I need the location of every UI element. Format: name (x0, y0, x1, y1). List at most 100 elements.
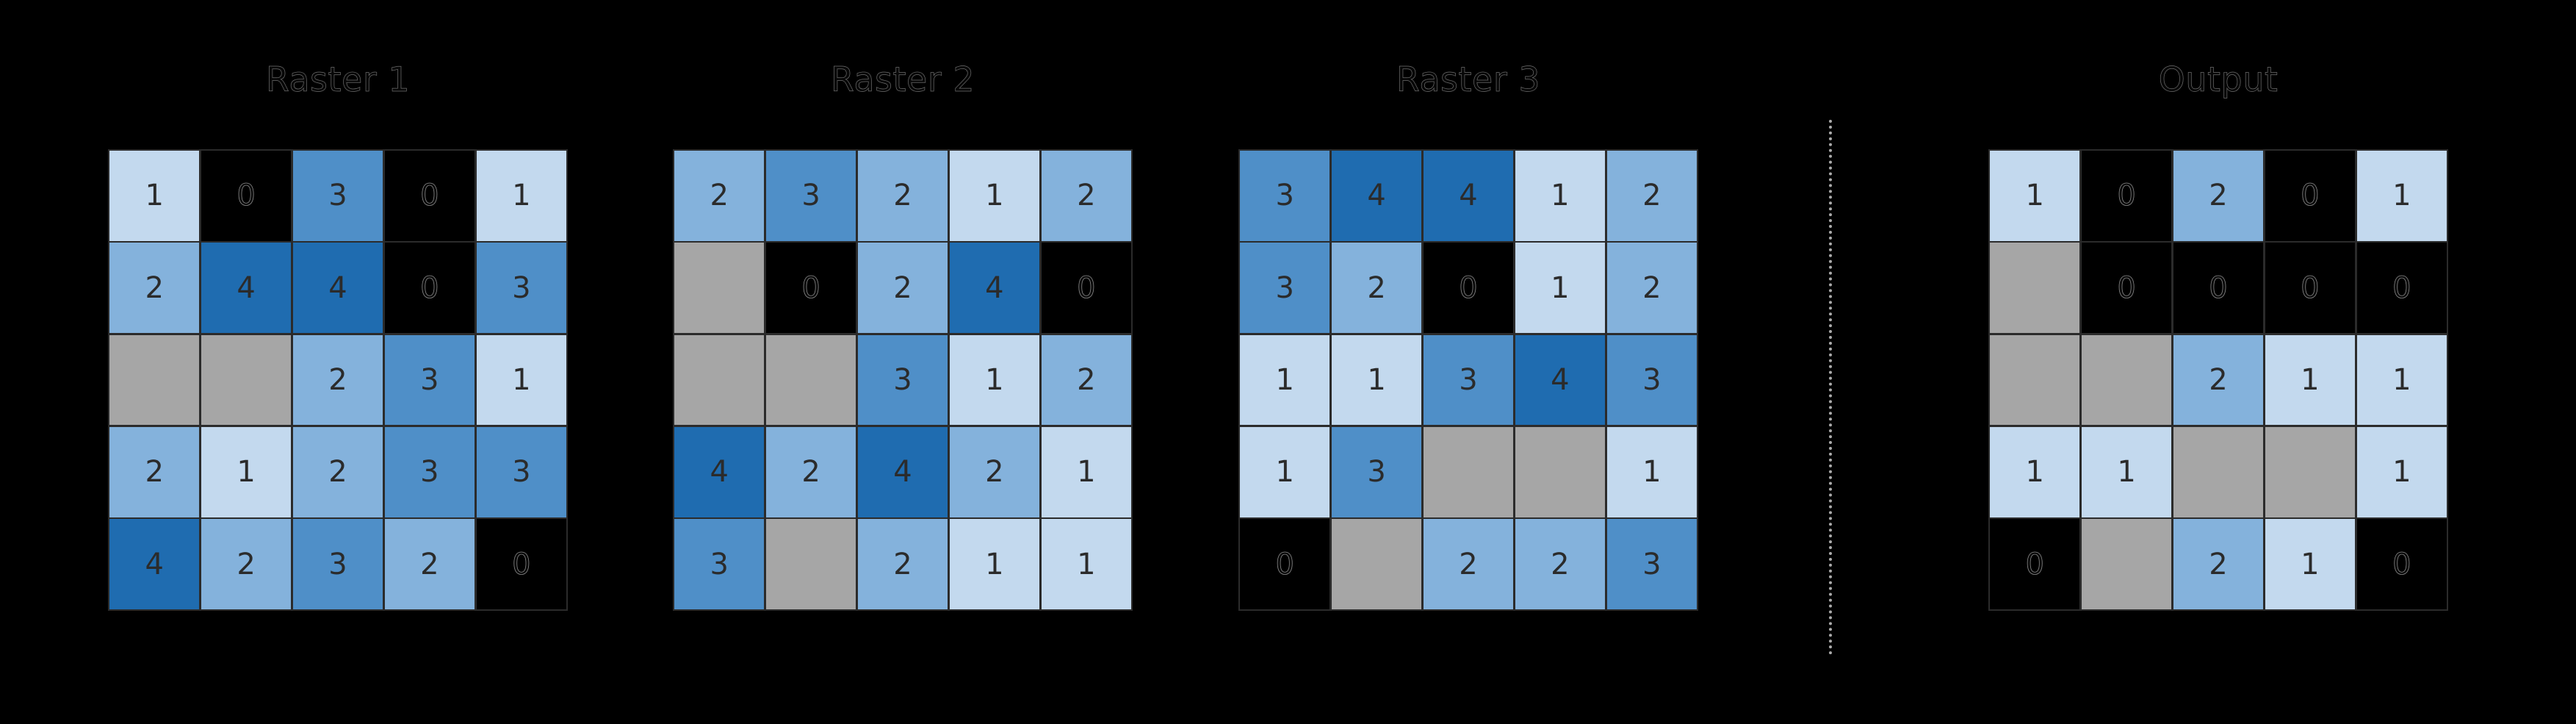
raster-cell: 1 (2356, 334, 2447, 426)
raster-cell: 4 (292, 243, 383, 334)
raster-cell: 1 (1515, 243, 1606, 334)
raster-cell: 1 (1990, 151, 2080, 241)
raster-cell: 0 (2081, 151, 2172, 241)
raster-cell: 2 (109, 243, 200, 334)
raster-cell: 0 (2081, 243, 2172, 334)
raster-cell: 0 (2265, 151, 2356, 241)
raster-cell: 2 (674, 151, 765, 241)
raster-cell: 1 (109, 151, 200, 241)
raster-cell: 2 (1606, 151, 1697, 241)
section-divider (1829, 120, 1832, 655)
raster-cell: 4 (109, 519, 200, 609)
raster-cell: 1 (1606, 426, 1697, 517)
raster-cell: 3 (674, 519, 765, 609)
raster-cell: 0 (476, 519, 566, 609)
raster-cell: 1 (949, 151, 1040, 241)
raster-cell: 2 (2173, 519, 2264, 609)
raster-cell (674, 243, 765, 334)
raster-cell: 4 (674, 426, 765, 517)
raster-cell: 2 (109, 426, 200, 517)
raster-cell: 3 (1240, 151, 1330, 241)
raster-cell: 2 (857, 243, 948, 334)
raster-cell: 2 (1041, 151, 1131, 241)
raster-cell: 0 (2265, 243, 2356, 334)
raster-cell: 2 (1331, 243, 1422, 334)
raster-cell (1990, 334, 2080, 426)
raster-cell: 3 (292, 151, 383, 241)
raster-cell: 3 (292, 519, 383, 609)
raster-cell: 2 (857, 151, 948, 241)
raster-cell: 2 (1515, 519, 1606, 609)
raster-cell: 4 (949, 243, 1040, 334)
raster-cell: 0 (384, 243, 475, 334)
raster-cell: 3 (1606, 519, 1697, 609)
raster-cell: 4 (1515, 334, 1606, 426)
raster-cell: 1 (476, 151, 566, 241)
raster-cell: 2 (1606, 243, 1697, 334)
raster-cell: 0 (1240, 519, 1330, 609)
raster-cell: 1 (1990, 426, 2080, 517)
raster-cell: 3 (857, 334, 948, 426)
raster-cell (1423, 426, 1514, 517)
raster-cell (674, 334, 765, 426)
raster-cell: 1 (2356, 151, 2447, 241)
raster-cell (109, 334, 200, 426)
raster-cell: 4 (857, 426, 948, 517)
panel-title-raster-1: Raster 1 (265, 60, 411, 99)
raster-cell: 0 (765, 243, 856, 334)
raster-cell: 1 (1041, 519, 1131, 609)
raster-cell (2081, 334, 2172, 426)
raster-cell: 2 (1041, 334, 1131, 426)
raster-cell: 3 (384, 334, 475, 426)
raster-cell: 1 (1240, 426, 1330, 517)
raster-cell: 0 (384, 151, 475, 241)
raster-cell (2173, 426, 2264, 517)
panel-title-output: Output (2158, 60, 2279, 99)
raster-cell: 0 (2356, 519, 2447, 609)
raster-cell: 2 (384, 519, 475, 609)
raster-cell: 0 (1423, 243, 1514, 334)
raster-cell: 0 (2173, 243, 2264, 334)
raster-cell (1331, 519, 1422, 609)
raster-cell: 1 (2265, 519, 2356, 609)
raster-cell: 2 (2173, 151, 2264, 241)
raster-cell: 1 (2081, 426, 2172, 517)
panel-title-raster-2: Raster 2 (830, 60, 975, 99)
raster-cell: 4 (201, 243, 292, 334)
raster-cell: 4 (1331, 151, 1422, 241)
raster-cell: 1 (1331, 334, 1422, 426)
raster-cell (2081, 519, 2172, 609)
raster-cell: 3 (1240, 243, 1330, 334)
raster-cell: 1 (1515, 151, 1606, 241)
raster-cell: 3 (765, 151, 856, 241)
raster-cell: 2 (201, 519, 292, 609)
raster-cell: 3 (1606, 334, 1697, 426)
raster-cell (765, 334, 856, 426)
raster-cell: 2 (292, 334, 383, 426)
raster-cell (765, 519, 856, 609)
raster-cell: 2 (857, 519, 948, 609)
raster-cell: 1 (1240, 334, 1330, 426)
panel-title-raster-3: Raster 3 (1396, 60, 1541, 99)
raster-cell: 2 (292, 426, 383, 517)
raster-cell: 2 (949, 426, 1040, 517)
raster-cell: 2 (765, 426, 856, 517)
raster-cell (1515, 426, 1606, 517)
raster-cell: 0 (1990, 519, 2080, 609)
raster-cell: 1 (949, 334, 1040, 426)
raster-cell (2265, 426, 2356, 517)
raster-cell: 1 (949, 519, 1040, 609)
raster-cell: 3 (476, 243, 566, 334)
raster-cell: 2 (1423, 519, 1514, 609)
raster-cell: 1 (2356, 426, 2447, 517)
raster-cell: 1 (2265, 334, 2356, 426)
raster-cell: 1 (201, 426, 292, 517)
raster-cell: 0 (1041, 243, 1131, 334)
raster-cell: 1 (476, 334, 566, 426)
raster-cell: 3 (1331, 426, 1422, 517)
raster-cell: 3 (1423, 334, 1514, 426)
